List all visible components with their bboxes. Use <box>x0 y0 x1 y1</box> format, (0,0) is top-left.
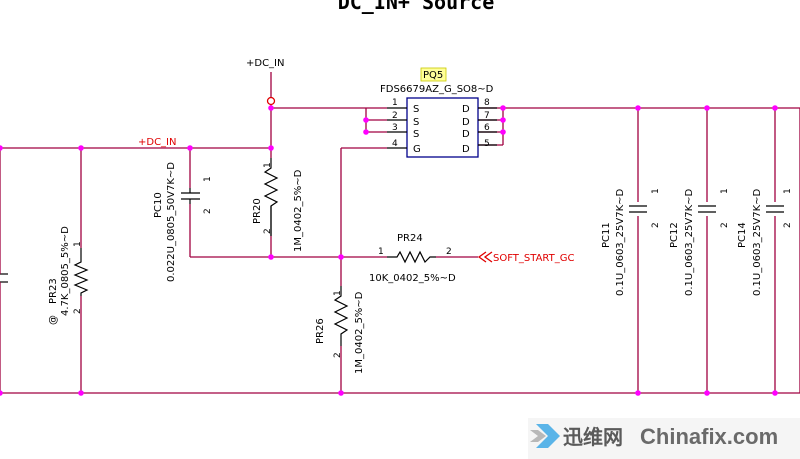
svg-text:D: D <box>462 144 470 155</box>
svg-text:PC11: PC11 <box>601 222 612 248</box>
junction-dots <box>0 105 778 396</box>
svg-text:D: D <box>462 129 470 140</box>
svg-text:2: 2 <box>333 352 343 358</box>
svg-text:2: 2 <box>446 247 452 257</box>
svg-text:PR26: PR26 <box>315 318 326 344</box>
svg-text:1: 1 <box>651 188 661 194</box>
svg-text:4: 4 <box>392 139 398 149</box>
resistor-pr26: 1 2 PR26 1M_0402_5%~D <box>315 286 365 374</box>
capacitor-pc10: 1 2 PC10 0.022U_0805_50V7K~D <box>153 162 213 282</box>
svg-text:PC14: PC14 <box>737 222 748 248</box>
svg-text:1: 1 <box>263 162 273 168</box>
svg-text:SOFT_START_GC: SOFT_START_GC <box>493 253 575 264</box>
svg-text:1M_0402_5%~D: 1M_0402_5%~D <box>354 291 365 374</box>
soft-start-connector: SOFT_START_GC <box>477 251 575 264</box>
svg-text:迅维网: 迅维网 <box>563 425 623 449</box>
svg-text:2: 2 <box>203 208 213 214</box>
svg-text:0.1U_0603_25V7K~D: 0.1U_0603_25V7K~D <box>684 188 695 296</box>
svg-text:1M_0402_5%~D: 1M_0402_5%~D <box>293 169 304 252</box>
watermark: 迅维网 Chinafix.com <box>528 418 800 459</box>
svg-text:1: 1 <box>392 98 398 108</box>
svg-text:8: 8 <box>484 98 490 108</box>
pq5-value: FDS6679AZ_G_SO8~D <box>380 84 494 95</box>
svg-text:S: S <box>413 117 419 128</box>
svg-text:2: 2 <box>263 228 273 234</box>
svg-text:1: 1 <box>203 176 213 182</box>
svg-text:0.1U_0603_25V7K~D: 0.1U_0603_25V7K~D <box>615 188 626 296</box>
svg-text:@: @ <box>48 315 59 325</box>
svg-text:Chinafix.com: Chinafix.com <box>640 424 778 449</box>
svg-text:2: 2 <box>783 222 793 228</box>
svg-text:7: 7 <box>484 111 490 121</box>
capacitor-pc12: 1 2 PC12 0.1U_0603_25V7K~D <box>669 188 730 296</box>
capacitor-pc14: 1 2 PC14 0.1U_0603_25V7K~D <box>737 188 793 296</box>
svg-text:D: D <box>462 104 470 115</box>
svg-text:3: 3 <box>392 123 398 133</box>
svg-text:PR24: PR24 <box>397 233 423 244</box>
svg-text:PC10: PC10 <box>153 192 164 218</box>
svg-text:+DC_IN: +DC_IN <box>246 58 285 69</box>
svg-text:1: 1 <box>333 290 343 296</box>
svg-text:1: 1 <box>720 188 730 194</box>
resistor-pr23: 1 2 @ PR23 4.7K_0805_5%~D <box>48 226 89 325</box>
svg-text:2: 2 <box>392 111 398 121</box>
svg-text:S: S <box>413 104 419 115</box>
schematic-title: DC_IN+ Source <box>338 0 495 14</box>
svg-text:PR23: PR23 <box>48 278 59 304</box>
svg-text:2: 2 <box>720 222 730 228</box>
svg-text:1: 1 <box>378 247 384 257</box>
resistor-pr20: 1 2 PR20 1M_0402_5%~D <box>252 158 304 252</box>
svg-text:1: 1 <box>73 241 83 247</box>
mosfet-pq5: PQ5 FDS6679AZ_G_SO8~D 1 2 3 4 S S S G D … <box>380 67 497 158</box>
svg-text:PC12: PC12 <box>669 222 680 248</box>
wires <box>0 105 800 394</box>
watermark-logo-icon <box>536 424 560 448</box>
svg-text:D: D <box>462 117 470 128</box>
svg-text:2: 2 <box>73 308 83 314</box>
dc-in-power-port: +DC_IN <box>246 58 285 106</box>
svg-text:0.1U_0603_25V7K~D: 0.1U_0603_25V7K~D <box>752 188 763 296</box>
left-edge-capacitor <box>0 260 8 300</box>
svg-text:4.7K_0805_5%~D: 4.7K_0805_5%~D <box>60 226 71 316</box>
svg-text:5: 5 <box>484 139 490 149</box>
dc-in-net-label: +DC_IN <box>138 137 177 148</box>
pq5-ref: PQ5 <box>423 70 443 81</box>
svg-text:10K_0402_5%~D: 10K_0402_5%~D <box>369 273 456 284</box>
svg-text:6: 6 <box>484 123 490 133</box>
svg-text:PR20: PR20 <box>252 198 263 224</box>
capacitor-pc11: 1 2 PC11 0.1U_0603_25V7K~D <box>601 188 661 296</box>
svg-text:S: S <box>413 129 419 140</box>
svg-text:0.022U_0805_50V7K~D: 0.022U_0805_50V7K~D <box>166 162 177 282</box>
svg-text:2: 2 <box>651 222 661 228</box>
svg-text:1: 1 <box>783 188 793 194</box>
resistor-pr24: PR24 1 2 10K_0402_5%~D <box>369 233 456 284</box>
svg-text:G: G <box>413 144 421 155</box>
